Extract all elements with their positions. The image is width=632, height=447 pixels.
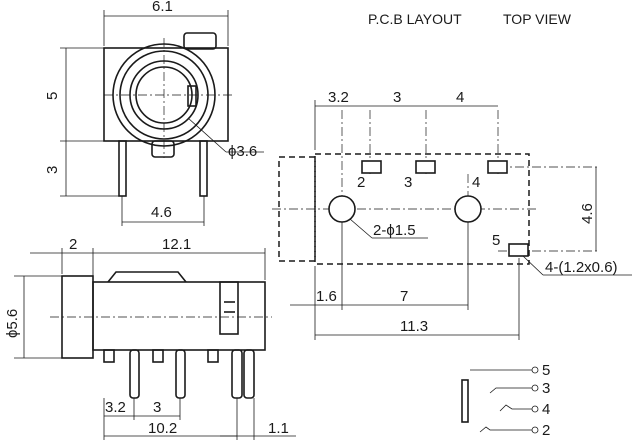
dim-label-12-1: 12.1 xyxy=(162,236,191,253)
schematic-terminal-3 xyxy=(531,384,539,392)
dim-label-3: 3 xyxy=(393,89,401,106)
schematic-pin-2: 2 xyxy=(542,422,550,439)
side-stub xyxy=(152,349,164,363)
dim-label-4-6: 4.6 xyxy=(151,204,172,221)
dim-label-3-2: 3.2 xyxy=(105,399,126,416)
pcb-pad-2 xyxy=(361,160,382,174)
pcb-hole-right xyxy=(454,195,482,223)
dim-label-6-1: 6.1 xyxy=(152,0,173,15)
side-stub xyxy=(207,349,219,363)
side-latch xyxy=(219,281,239,335)
pad-label-3: 3 xyxy=(404,174,412,191)
pad-note: 4-(1.2x0.6) xyxy=(545,259,618,276)
pad-label-2: 2 xyxy=(357,174,365,191)
pcb-pad-3 xyxy=(415,160,436,174)
hole-leader xyxy=(187,117,227,153)
dim-label-7: 7 xyxy=(400,288,408,305)
side-stub xyxy=(103,349,115,363)
schematic-line-4 xyxy=(499,404,532,412)
pcb-pad-4 xyxy=(487,160,508,174)
dim-label-10-2: 10.2 xyxy=(148,420,177,437)
side-body xyxy=(92,281,266,351)
schematic-terminal-5 xyxy=(531,366,539,374)
dim-label-3: 3 xyxy=(153,399,161,416)
pcb-hole-left xyxy=(328,195,356,223)
hole-note: 2-ϕ1.5 xyxy=(373,222,416,239)
pcb-layout-title: P.C.B LAYOUT xyxy=(368,11,462,27)
front-body xyxy=(103,47,229,142)
front-pin-left xyxy=(118,140,127,197)
pcb-pad-5 xyxy=(508,243,529,257)
pad-label-5: 5 xyxy=(492,232,500,249)
top-view-title: TOP VIEW xyxy=(503,11,572,27)
pad-leader xyxy=(522,255,544,276)
front-contact-lug xyxy=(187,85,197,107)
dim-label-4: 4 xyxy=(456,89,464,106)
dim-label-1-6: 1.6 xyxy=(316,288,337,305)
side-top-bump xyxy=(107,271,187,283)
side-pin xyxy=(243,349,255,399)
side-pin xyxy=(129,349,140,399)
schematic-line-3 xyxy=(489,387,532,394)
schematic-pin-5: 5 xyxy=(542,362,550,379)
schematic-line-2 xyxy=(479,426,532,433)
hole-label: ϕ3.6 xyxy=(228,143,257,160)
schematic-pin-3: 3 xyxy=(542,380,550,397)
schematic-terminal-4 xyxy=(531,405,539,413)
side-pin xyxy=(231,349,243,399)
front-pin-right xyxy=(199,140,208,197)
dim-label-3-2: 3.2 xyxy=(328,89,349,106)
dim-label-1-1: 1.1 xyxy=(268,420,289,437)
side-pin xyxy=(175,349,186,399)
front-view: 6.1 5 3 4.6 ϕ3.6 xyxy=(44,0,264,226)
schematic-pin-4: 4 xyxy=(542,401,550,418)
dim-label-4-6: 4.6 xyxy=(579,203,596,224)
schematic: 5 3 4 2 xyxy=(461,362,550,439)
schematic-sleeve xyxy=(461,379,469,423)
front-bottom-tab xyxy=(151,140,175,158)
schematic-terminal-2 xyxy=(531,426,539,434)
pcb-layout: 2 3 4 5 3.2 3 4 4.6 2-ϕ1.5 4-(1.2x0.6) 1… xyxy=(272,89,632,340)
pad-label-4: 4 xyxy=(472,174,480,191)
dim-label-5: 5 xyxy=(44,92,61,100)
side-view: 2 12.1 ϕ5.6 3.2 3 10.2 1.1 xyxy=(4,236,296,440)
front-top-tab xyxy=(183,32,217,50)
dim-label-2: 2 xyxy=(69,236,77,253)
dim-label-5-6: ϕ5.6 xyxy=(4,309,21,338)
hole-leader xyxy=(349,218,373,239)
dim-label-3: 3 xyxy=(44,166,61,174)
dim-label-11-3: 11.3 xyxy=(400,318,428,335)
